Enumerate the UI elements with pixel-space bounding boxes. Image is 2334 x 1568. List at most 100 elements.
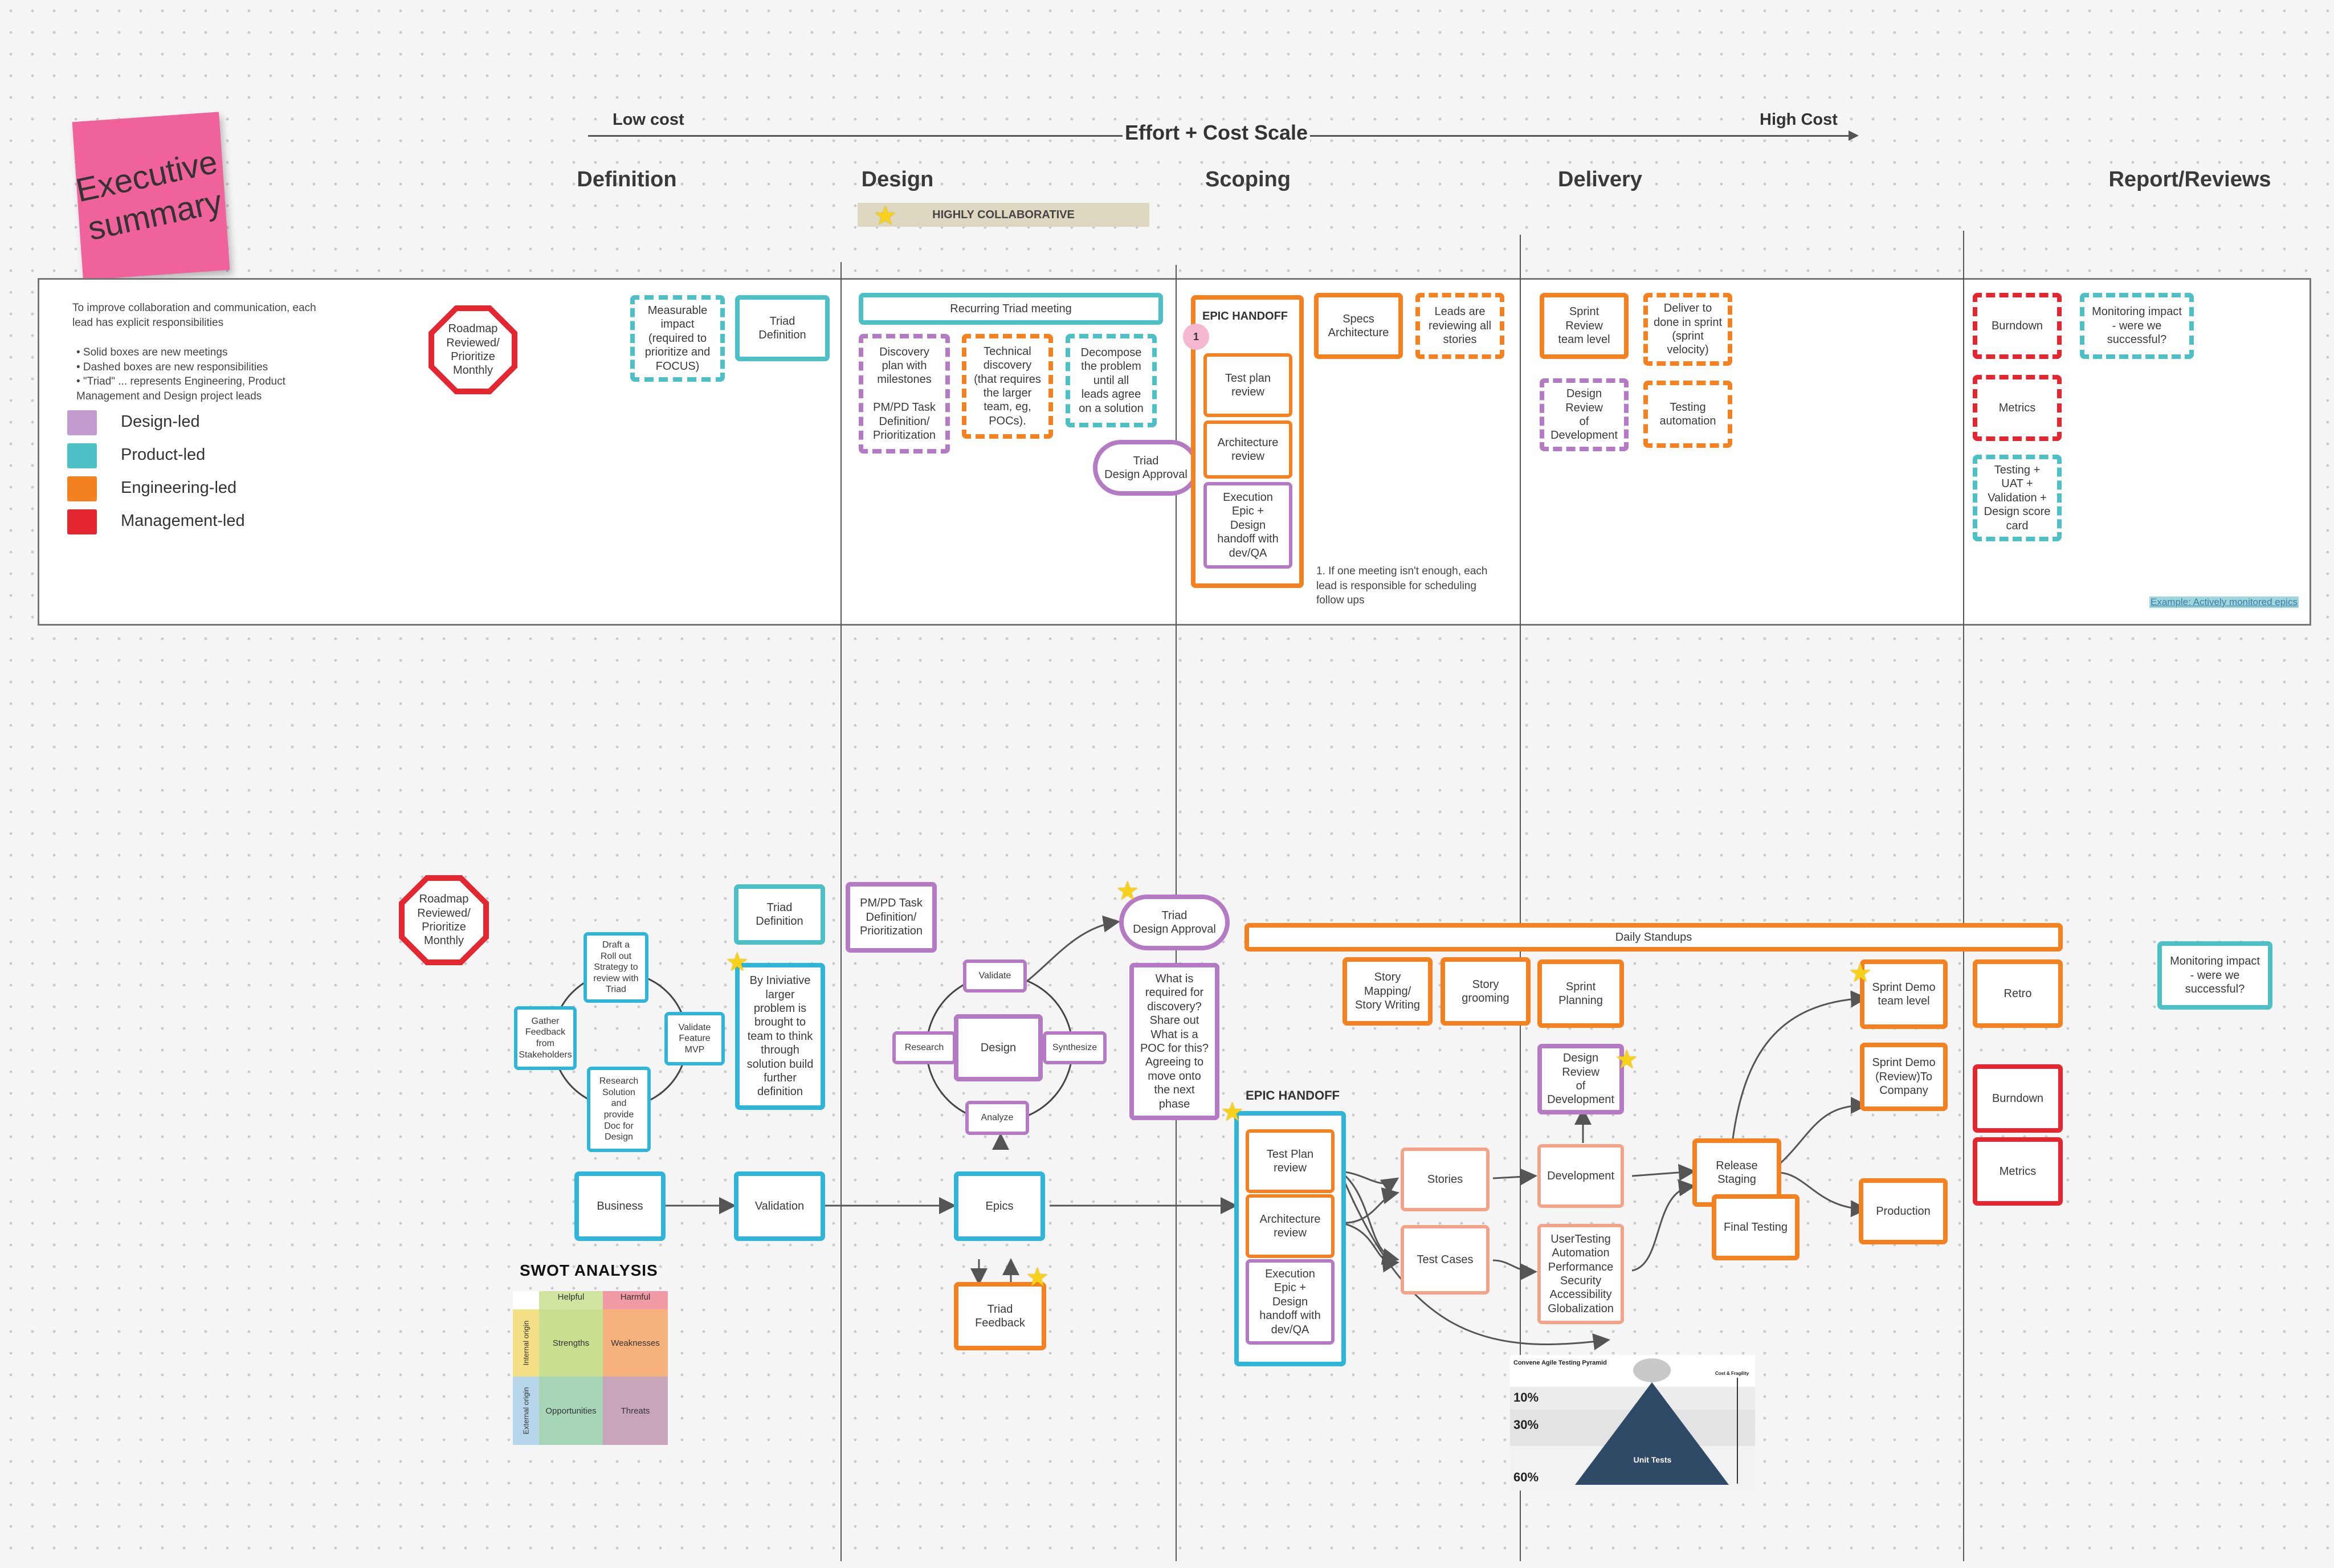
story-mapping-box[interactable]: Story Mapping/ Story Writing [1343,957,1433,1026]
scale-low-label: Low cost [613,111,684,129]
swot-internal-label: Internal origin [521,1320,531,1366]
testing-uat-box[interactable]: Testing + UAT + Validation + Design scor… [1973,455,2062,541]
design-box[interactable]: Design [954,1014,1043,1081]
swot-threats: Threats [603,1377,668,1445]
test-plan-review-box[interactable]: Test plan review [1203,353,1292,417]
summary-bullets: • Solid boxes are new meetings • Dashed … [76,346,285,402]
monitoring-impact-flow-box[interactable]: Monitoring impact - were we successful? [2157,941,2272,1010]
metrics-box[interactable]: Metrics [1973,375,2062,441]
pyramid-cost-axis [1737,1378,1738,1484]
panel-divider [840,278,842,626]
roadmap-label: Roadmap Reviewed/ Prioritize Monthly [434,311,512,389]
decompose-problem-box[interactable]: Decompose the problem until all leads ag… [1066,334,1157,427]
swot-grid: Helpful Harmful Internal origin External… [513,1291,668,1445]
swot-weaknesses: Weaknesses [603,1309,668,1377]
highly-collaborative-banner: HIGHLY COLLABORATIVE [858,203,1149,227]
validate-box[interactable]: Validate [963,959,1027,993]
discovery-plan-box[interactable]: Discovery plan with milestones PM/PD Tas… [859,334,950,454]
research-solution-box[interactable]: Research Solution and provide Doc for De… [587,1067,651,1152]
specs-architecture-box[interactable]: Specs Architecture [1314,293,1403,359]
validate-mvp-box[interactable]: Validate Feature MVP [664,1012,725,1065]
test-cases-box[interactable]: Test Cases [1401,1225,1490,1295]
summary-intro: To improve collaboration and communicati… [72,302,316,329]
star-icon: ★ [1615,1044,1639,1074]
measurable-impact-box[interactable]: Measurable impact (required to prioritiz… [630,295,725,382]
pyramid-title: Convene Agile Testing Pyramid [1513,1359,1607,1366]
testing-pyramid-card: Convene Agile Testing Pyramid 10% 30% 60… [1510,1355,1755,1491]
swot-weaknesses-label: Weaknesses [611,1338,660,1348]
metrics-flow-box[interactable]: Metrics [1973,1137,2063,1206]
stories-box[interactable]: Stories [1401,1148,1490,1211]
pyramid-60-percent: 60% [1513,1470,1539,1484]
epic-handoff-title: EPIC HANDOFF [1202,310,1288,322]
analyze-box[interactable]: Analyze [965,1101,1029,1135]
discovery-question-box[interactable]: What is required for discovery? Share ou… [1129,963,1219,1120]
pyramid-band [1510,1387,1755,1410]
swot-strengths: Strengths [539,1309,603,1377]
scale-high-label: High Cost [1760,111,1838,129]
recurring-triad-meeting-bar[interactable]: Recurring Triad meeting [859,293,1163,325]
production-box[interactable]: Production [1859,1178,1948,1244]
actively-monitored-link[interactable]: Example: Actively monitored epics [2149,597,2299,608]
gather-feedback-box[interactable]: Gather Feedback from Stakeholders [514,1006,577,1070]
retro-box[interactable]: Retro [1973,959,2063,1028]
column-header-delivery: Delivery [1558,168,1642,191]
final-testing-box[interactable]: Final Testing [1712,1194,1800,1260]
user-testing-box[interactable]: UserTesting Automation Performance Secur… [1537,1224,1624,1324]
leads-reviewing-box[interactable]: Leads are reviewing all stories [1415,293,1504,359]
swot-opportunities: Opportunities [539,1377,603,1445]
architecture-review-box[interactable]: Architecture review [1203,420,1292,479]
validation-box[interactable]: Validation [734,1171,825,1241]
execution-epic-flow-box[interactable]: Execution Epic + Design handoff with dev… [1246,1259,1335,1345]
triad-feedback-box[interactable]: Triad Feedback [954,1282,1046,1350]
pyramid-cost-label: Cost & Fragility [1715,1371,1749,1376]
column-header-scoping: Scoping [1205,168,1291,191]
monitoring-impact-box[interactable]: Monitoring impact - were we successful? [2080,293,2194,359]
sprint-demo-company-box[interactable]: Sprint Demo (Review)To Company [1860,1043,1948,1111]
deliver-done-box[interactable]: Deliver to done in sprint (sprint veloci… [1643,293,1732,366]
daily-standups-bar[interactable]: Daily Standups [1244,923,2063,952]
research-box[interactable]: Research [892,1031,956,1064]
star-icon: ★ [725,947,749,977]
swot-helpful: Helpful [539,1291,603,1309]
star-icon: ★ [1116,876,1140,905]
legend-swatch-design [67,410,97,435]
burndown-box[interactable]: Burndown [1973,293,2062,359]
column-header-reports: Report/Reviews [2108,168,2271,191]
design-review-development-box[interactable]: Design Review of Development [1540,378,1629,451]
star-icon: ★ [1849,958,1872,987]
execution-epic-box[interactable]: Execution Epic + Design handoff with dev… [1203,482,1292,569]
burndown-flow-box[interactable]: Burndown [1973,1064,2063,1133]
synthesize-box[interactable]: Synthesize [1043,1031,1107,1064]
follow-up-note: 1. If one meeting isn't enough, each lea… [1316,565,1488,607]
business-box[interactable]: Business [574,1171,666,1241]
star-icon: ★ [1026,1262,1050,1292]
initiative-box[interactable]: By Iniviative larger problem is brought … [735,963,825,1110]
star-icon: ★ [874,201,897,230]
triad-definition-flow-box[interactable]: Triad Definition [734,884,825,945]
sprint-demo-team-box[interactable]: Sprint Demo team level [1860,959,1948,1029]
architecture-review-flow-box[interactable]: Architecture review [1246,1194,1335,1258]
sprint-review-box[interactable]: Sprint Review team level [1540,293,1629,359]
test-plan-review-flow-box[interactable]: Test Plan review [1246,1129,1335,1193]
technical-discovery-box[interactable]: Technical discovery (that requires the l… [962,334,1053,439]
swot-harmful: Harmful [603,1291,668,1309]
triad-design-approval-flow-pill[interactable]: Triad Design Approval [1119,895,1230,950]
legend-swatch-product [67,443,97,468]
swot-internal-origin: Internal origin [513,1309,539,1377]
testing-automation-box[interactable]: Testing automation [1643,381,1732,448]
roadmap-octagon[interactable]: Roadmap Reviewed/ Prioritize Monthly [429,305,517,394]
roadmap-octagon-flow[interactable]: Roadmap Reviewed/ Prioritize Monthly [399,875,489,965]
triad-definition-box[interactable]: Triad Definition [735,295,830,361]
epic-handoff-flow-title: EPIC HANDOFF [1246,1088,1340,1102]
sprint-planning-box[interactable]: Sprint Planning [1537,959,1624,1028]
story-grooming-box[interactable]: Story grooming [1441,957,1531,1026]
legend-swatch-engineering [67,476,97,501]
development-box[interactable]: Development [1537,1144,1624,1208]
epics-box[interactable]: Epics [954,1171,1045,1241]
design-review-flow-box[interactable]: Design Review of Development [1537,1044,1624,1114]
pmpd-task-box[interactable]: PM/PD Task Definition/ Prioritization [846,882,937,953]
pyramid-unit-tests: Unit Tests [1633,1455,1672,1464]
scale-title: Effort + Cost Scale [1123,121,1311,145]
draft-rollout-box[interactable]: Draft a Roll out Strategy to review with… [584,932,648,1003]
